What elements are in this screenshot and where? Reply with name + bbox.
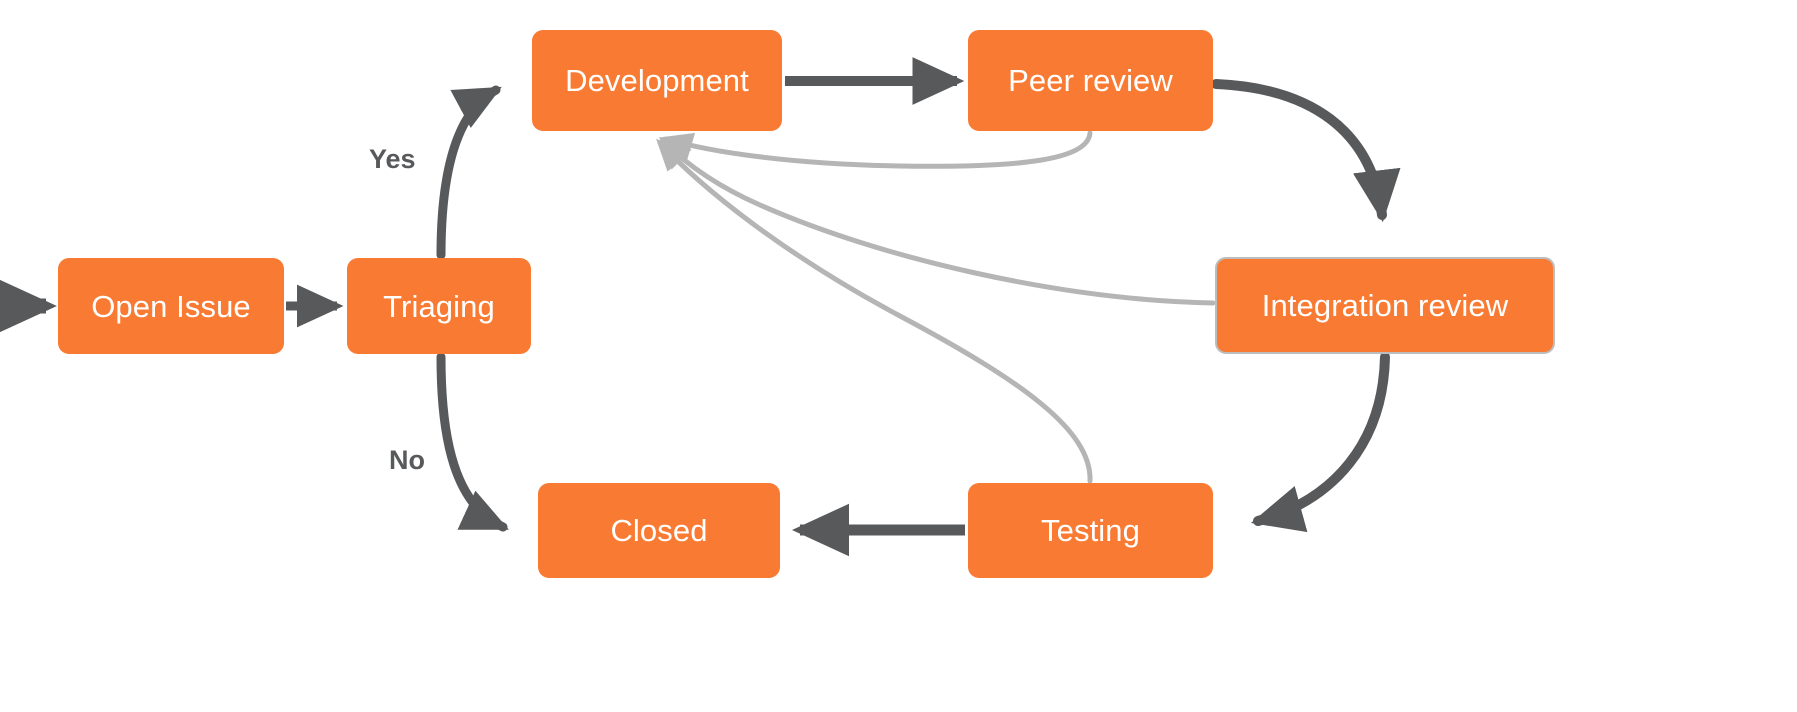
node-development[interactable]: Development xyxy=(532,30,782,131)
edge-integration-review-to-testing xyxy=(1250,352,1390,533)
node-testing[interactable]: Testing xyxy=(968,483,1213,578)
edge-label-no: No xyxy=(389,445,425,475)
edge-testing-to-development xyxy=(656,138,1093,484)
node-integration-review[interactable]: Integration review xyxy=(1215,257,1555,354)
node-integration-review-label: Integration review xyxy=(1261,288,1509,323)
node-triaging[interactable]: Triaging xyxy=(347,258,531,354)
node-triaging-label: Triaging xyxy=(383,288,495,324)
node-open-issue[interactable]: Open Issue xyxy=(58,258,284,354)
node-testing-label: Testing xyxy=(1041,513,1140,548)
edge-triaging-to-development xyxy=(436,85,502,260)
edge-triaging-to-closed xyxy=(436,352,509,532)
node-development-label: Development xyxy=(565,63,749,98)
node-open-issue-label: Open Issue xyxy=(91,288,251,324)
node-closed-label: Closed xyxy=(610,513,708,548)
edge-label-yes: Yes xyxy=(369,144,416,174)
node-closed[interactable]: Closed xyxy=(538,483,780,578)
edge-peer-review-to-integration-review xyxy=(1211,79,1401,223)
node-peer-review[interactable]: Peer review xyxy=(968,30,1213,131)
edge-peer-review-to-development xyxy=(660,130,1093,169)
edge-integration-review-to-development xyxy=(658,136,1216,306)
node-peer-review-label: Peer review xyxy=(1008,63,1173,98)
